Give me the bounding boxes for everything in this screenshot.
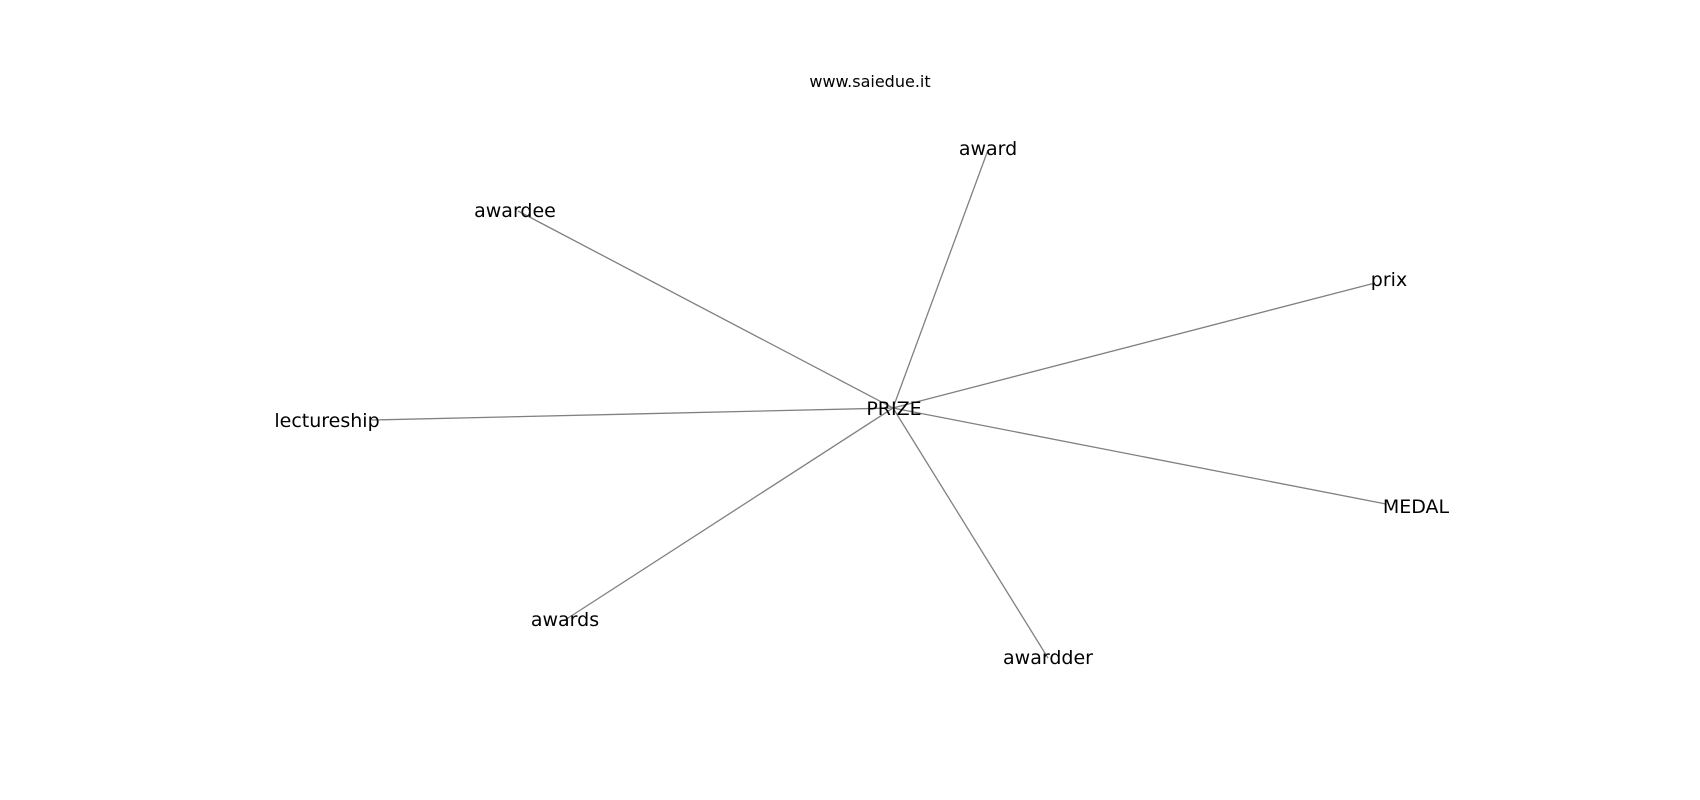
edge-prize-prix (892, 282, 1376, 409)
node-label-lectureship: lectureship (274, 410, 379, 432)
edge-prize-medal (892, 407, 1387, 505)
node-label-awardder: awardder (1003, 647, 1093, 669)
graph-edges (371, 149, 1387, 659)
watermark-text: www.saiedue.it (809, 72, 930, 91)
edge-prize-awardder (892, 407, 1049, 659)
edge-prize-awards (564, 407, 894, 621)
graph-labels: PRIZE award awardee prix lectureship MED… (274, 138, 1449, 669)
node-center-label: PRIZE (866, 398, 921, 420)
edge-prize-lectureship (371, 407, 894, 421)
node-label-prix: prix (1371, 269, 1407, 291)
node-label-award: award (959, 138, 1017, 160)
edge-prize-awardee (517, 210, 894, 409)
edge-prize-award (892, 149, 989, 409)
node-label-medal: MEDAL (1383, 496, 1450, 518)
node-label-awards: awards (531, 609, 599, 631)
node-label-awardee: awardee (474, 200, 556, 222)
